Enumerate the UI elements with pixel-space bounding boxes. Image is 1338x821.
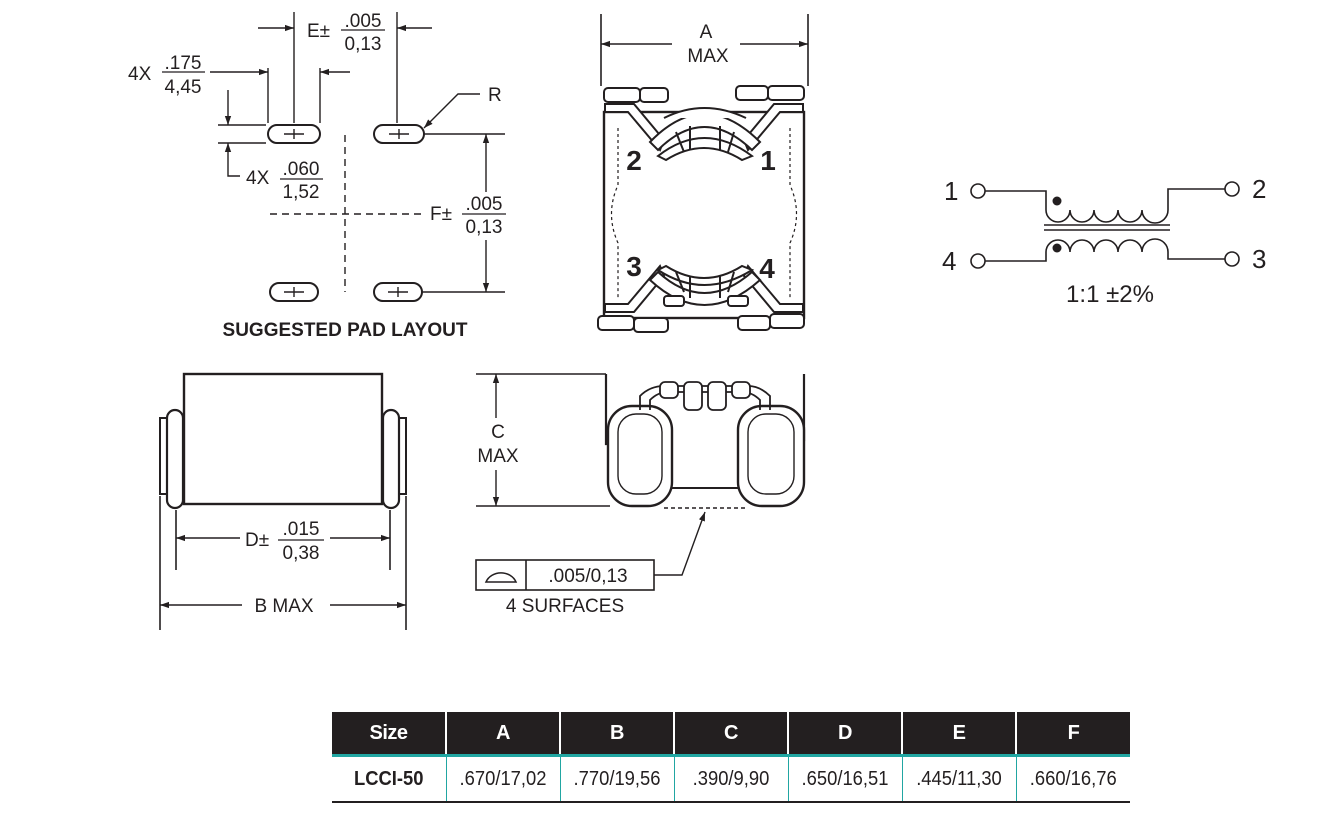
schematic-pin-1: 1 — [944, 176, 958, 206]
pitch-prefix: 4X — [128, 64, 152, 85]
schematic-pin-4: 4 — [942, 246, 956, 276]
end-view — [475, 373, 806, 591]
cell-c: .390/9,90 — [678, 755, 784, 803]
polarity-dot-top — [1052, 196, 1062, 206]
dim-a-label: A — [700, 22, 713, 43]
header-e: E — [902, 712, 1017, 757]
pad-layout-labels: 4X .175 4,45 E± .005 0,13 R 4X .060 1,52… — [128, 11, 502, 341]
top-view-labels: A MAX 1 2 3 4 — [626, 22, 776, 284]
bottom-clip — [597, 264, 805, 333]
dim-e-prefix: E± — [307, 21, 330, 42]
dim-f-den: 0,13 — [466, 217, 503, 238]
pad-layout-title: SUGGESTED PAD LAYOUT — [223, 320, 468, 341]
pin-4: 4 — [759, 253, 775, 284]
pad-top-left — [267, 124, 321, 144]
flatness-value: .005/0,13 — [548, 566, 627, 587]
dimension-table: Size A B C D E F LCCI-50 .670/17,02 .770… — [332, 712, 1130, 803]
pin-2: 2 — [626, 145, 642, 176]
table-header-row: Size A B C D E F — [332, 712, 1130, 757]
pad-layout — [162, 12, 506, 302]
dim-d-den: 0,38 — [283, 543, 320, 564]
schematic-pin-3: 3 — [1252, 244, 1266, 274]
pin-1: 1 — [760, 145, 776, 176]
terminal-4 — [970, 253, 986, 269]
table-row: LCCI-50 .670/17,02 .770/19,56 .390/9,90 … — [332, 755, 1130, 803]
cell-d: .650/16,51 — [792, 755, 898, 803]
cell-b: .770/19,56 — [564, 755, 670, 803]
header-a: A — [446, 712, 561, 757]
pad-den: 1,52 — [283, 182, 320, 203]
dim-d-num: .015 — [283, 519, 320, 540]
dim-d-prefix: D± — [245, 530, 269, 551]
schematic-pin-2: 2 — [1252, 174, 1266, 204]
cell-size: LCCI-50 — [336, 755, 442, 803]
pad-bottom-right — [373, 282, 423, 302]
dim-c-label: C — [491, 422, 505, 443]
header-f: F — [1016, 712, 1130, 757]
end-view-labels: C MAX .005/0,13 4 SURFACES — [477, 422, 627, 617]
pin-3: 3 — [626, 251, 642, 282]
dim-f-num: .005 — [466, 194, 503, 215]
dim-r: R — [488, 85, 502, 106]
dim-e-den: 0,13 — [345, 34, 382, 55]
top-clip — [603, 85, 805, 162]
turns-ratio: 1:1 ±2% — [1066, 281, 1154, 308]
pad-num: .060 — [283, 159, 320, 180]
side-view — [159, 372, 407, 630]
header-d: D — [788, 712, 903, 757]
pad-top-right — [373, 124, 425, 144]
header-b: B — [560, 712, 675, 757]
flatness-note: 4 SURFACES — [506, 596, 624, 617]
top-view — [597, 14, 809, 333]
dim-c-max: MAX — [477, 446, 519, 467]
cell-a: .670/17,02 — [450, 755, 556, 803]
header-c: C — [674, 712, 789, 757]
pad-prefix: 4X — [246, 168, 270, 189]
pitch-num: .175 — [165, 53, 202, 74]
terminal-3 — [1224, 251, 1240, 267]
dim-a-max: MAX — [687, 46, 729, 67]
terminal-2 — [1224, 181, 1240, 197]
cell-e: .445/11,30 — [906, 755, 1012, 803]
side-view-body — [182, 372, 384, 506]
surface-profile-icon — [484, 572, 518, 583]
polarity-dot-bottom — [1052, 243, 1062, 253]
dim-b-label: B MAX — [254, 596, 313, 617]
header-size: Size — [332, 712, 447, 757]
mechanical-drawing: 4X .175 4,45 E± .005 0,13 R 4X .060 1,52… — [128, 11, 1266, 630]
schematic-labels: 1 2 4 3 1:1 ±2% — [942, 174, 1266, 308]
cell-f: .660/16,76 — [1020, 755, 1126, 803]
terminal-1 — [970, 183, 986, 199]
pad-bottom-left — [269, 282, 319, 302]
pitch-den: 4,45 — [165, 77, 202, 98]
dim-e-num: .005 — [345, 11, 382, 32]
dim-f-prefix: F± — [430, 204, 452, 225]
schematic — [970, 181, 1240, 269]
side-view-labels: D± .015 0,38 B MAX — [245, 519, 319, 617]
